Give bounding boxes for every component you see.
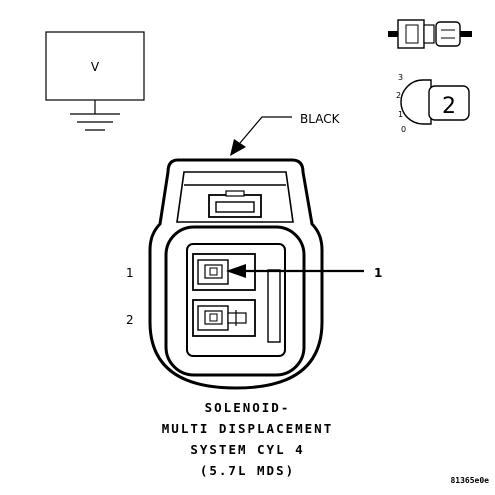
wire-color-callout: BLACK (230, 112, 341, 156)
connector-halves-icon (388, 19, 472, 49)
pin-2-cavity (192, 299, 256, 337)
callout-1-label: 1 (374, 266, 382, 280)
callout-1: 1 (226, 264, 382, 280)
connector-latch (208, 190, 262, 218)
key-icon (400, 79, 432, 125)
caption-line-3: SYSTEM CYL 4 (190, 442, 305, 457)
caption-line-4: (5.7L MDS) (199, 463, 296, 478)
inset-position-2: 2 (396, 91, 401, 100)
inset-view-number: 2 (442, 94, 456, 119)
inset-position-1: 1 (398, 110, 403, 119)
inset-position-3: 3 (398, 73, 403, 82)
callout-arrow-head-icon (226, 264, 246, 278)
inset-position-0: 0 (401, 125, 406, 134)
arrow-head-icon (230, 139, 246, 156)
view-inset: 3 2 1 0 2 (396, 73, 470, 134)
voltmeter-symbol: V (91, 60, 100, 74)
voltmeter: V (45, 31, 145, 131)
pin-1-label: 1 (126, 266, 134, 280)
wire-color-label: BLACK (300, 112, 341, 126)
ground-icon (70, 113, 120, 131)
caption-line-1: SOLENOID- (204, 400, 291, 415)
reference-code: 81365e0e (450, 476, 489, 485)
caption-line-2: MULTI DISPLACEMENT (161, 421, 334, 436)
pin-2-label: 2 (126, 313, 134, 327)
